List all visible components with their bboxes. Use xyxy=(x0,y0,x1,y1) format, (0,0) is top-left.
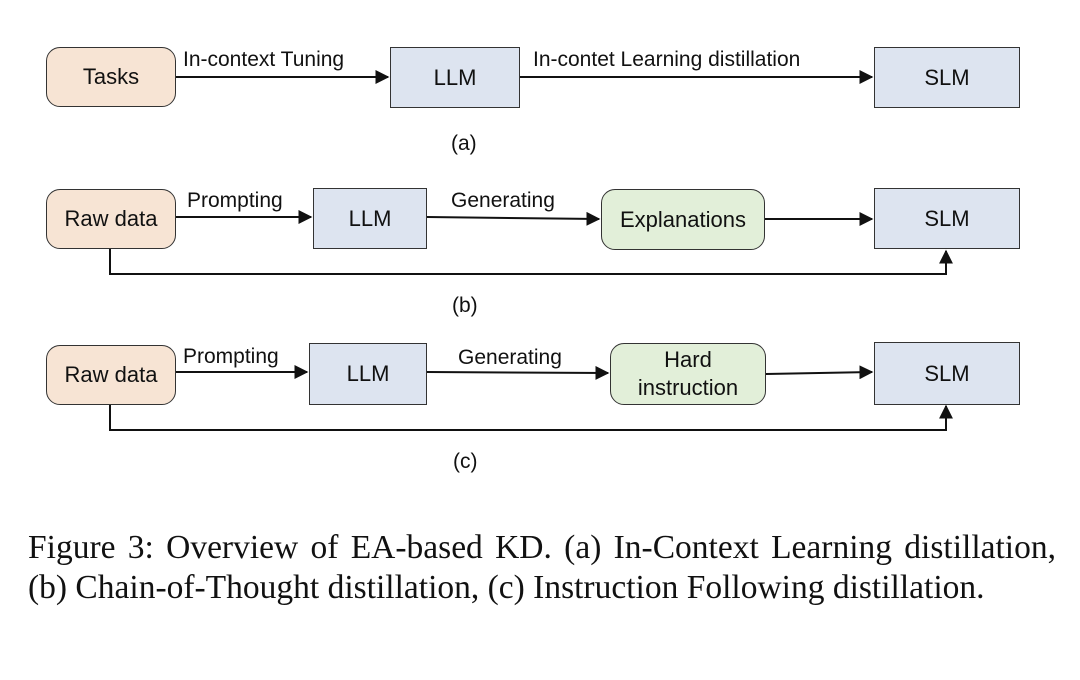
slm-node-c-label: SLM xyxy=(924,360,970,386)
llm-node-b-label: LLM xyxy=(348,205,392,231)
skip-arrow-rawdata-to-slm-c xyxy=(109,404,953,431)
panel-c-sublabel: (c) xyxy=(453,450,478,473)
panel-a-sublabel: (a) xyxy=(451,132,477,155)
slm-node-b-label: SLM xyxy=(924,205,970,231)
edge-label-in-context-tuning: In-context Tuning xyxy=(183,48,345,71)
raw-data-node-c: Raw data xyxy=(46,345,176,405)
edge-label-prompting-c: Prompting xyxy=(183,345,279,368)
slm-node-c: SLM xyxy=(874,342,1020,405)
slm-node-a: SLM xyxy=(874,47,1020,108)
llm-node-b: LLM xyxy=(313,188,427,249)
edge-label-prompting-b: Prompting xyxy=(187,189,283,212)
edge-label-icl-distillation: In-contet Learning distillation xyxy=(533,48,801,71)
tasks-node: Tasks xyxy=(46,47,176,107)
arrow-llm-to-hard-instruction xyxy=(426,365,610,380)
raw-data-node-c-label: Raw data xyxy=(64,362,158,387)
llm-node-a-label: LLM xyxy=(433,64,477,90)
raw-data-node-b: Raw data xyxy=(46,189,176,249)
diagram: Tasks LLM SLM In-context Tuning In-conte… xyxy=(46,47,1020,473)
connector-layer xyxy=(109,70,953,431)
figure-caption: Figure 3: Overview of EA-based KD. (a) I… xyxy=(28,529,1056,606)
hard-instruction-node-label: Hard instruction xyxy=(637,347,739,400)
skip-arrow-rawdata-to-slm-b xyxy=(109,249,953,275)
explanations-node-label: Explanations xyxy=(620,206,746,232)
slm-node-b: SLM xyxy=(874,188,1020,249)
edge-label-generating-b: Generating xyxy=(451,189,555,212)
slm-node-a-label: SLM xyxy=(924,64,970,90)
hard-instruction-node: Hard instruction xyxy=(610,343,766,405)
llm-node-c-label: LLM xyxy=(346,361,390,386)
raw-data-node-b-label: Raw data xyxy=(64,206,158,231)
edge-label-generating-c: Generating xyxy=(458,346,562,369)
llm-node-c: LLM xyxy=(309,343,427,405)
explanations-node: Explanations xyxy=(601,189,765,250)
arrow-llm-to-explanations xyxy=(426,211,601,226)
llm-node-a: LLM xyxy=(390,47,520,108)
tasks-node-label: Tasks xyxy=(82,64,140,89)
arrow-hard-instruction-to-slm xyxy=(765,365,874,380)
panel-b-sublabel: (b) xyxy=(452,294,478,317)
